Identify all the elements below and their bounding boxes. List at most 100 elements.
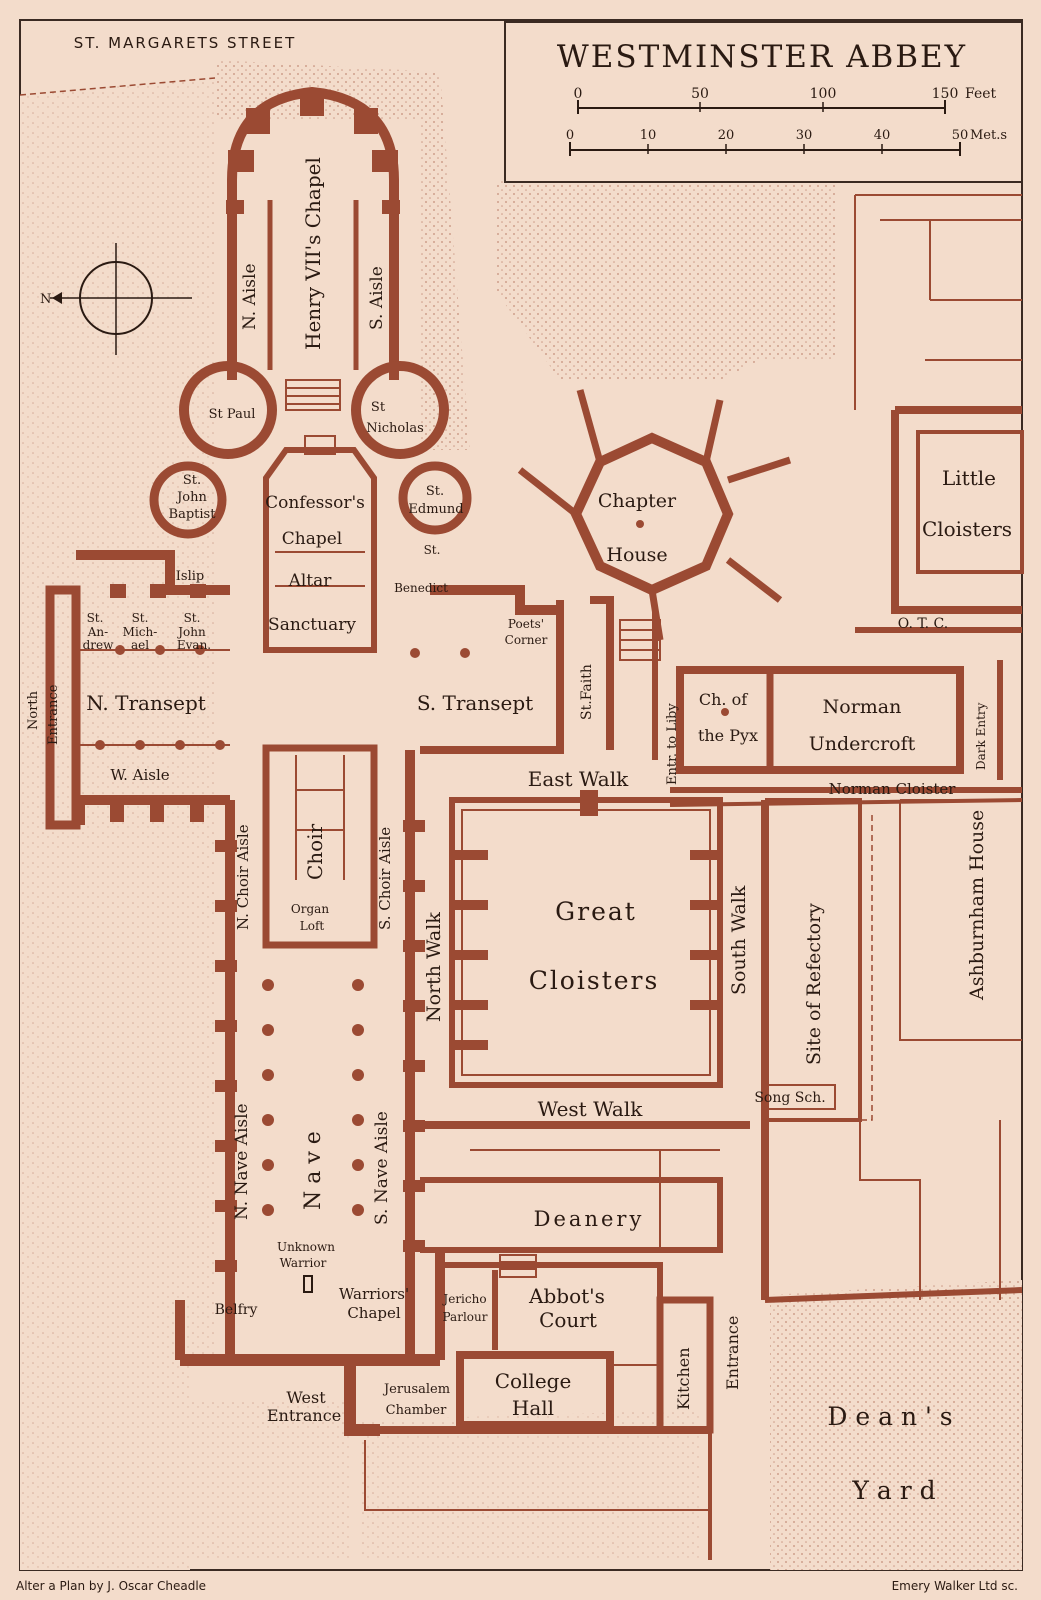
label-refectory: Site of Refectory: [803, 903, 825, 1065]
label-st-michael-1: St.: [132, 611, 149, 625]
label-st-john-evan-1: St.: [184, 611, 201, 625]
label-sanctuary: Sanctuary: [268, 615, 356, 635]
label-entrance: Entrance: [723, 1316, 742, 1390]
label-norman-cloister: Norman Cloister: [829, 780, 957, 798]
label-st-benedict-2: Benedict: [394, 581, 448, 595]
label-st-paul: St Paul: [209, 407, 256, 422]
label-west-walk: West Walk: [538, 1097, 644, 1121]
label-jerusalem-2: Chamber: [386, 1403, 447, 1418]
title-box: WESTMINSTER ABBEY 0 50 100 150 Feet 0 10…: [504, 21, 1023, 183]
label-n-transept: N. Transept: [86, 691, 206, 715]
scale-feet-tick-150: 150: [932, 86, 959, 102]
label-henry-vii-chapel: Henry VII's Chapel: [301, 157, 325, 350]
compass-north-label: N: [40, 292, 51, 307]
label-st-john-evan-2: John: [176, 625, 206, 639]
scale-feet-unit: Feet: [965, 86, 997, 102]
label-st-nicholas-1: St: [371, 400, 386, 415]
scale-feet-tick-0: 0: [574, 86, 583, 102]
compass-rose: N: [40, 243, 192, 355]
label-norman-1: Norman: [823, 696, 902, 718]
label-poets-1: Poets': [508, 617, 544, 631]
label-jerusalem-1: Jerusalem: [382, 1382, 450, 1397]
label-abbots-1: Abbot's: [528, 1284, 605, 1308]
label-s-aisle: S. Aisle: [367, 266, 387, 330]
label-belfry: Belfry: [215, 1302, 258, 1318]
label-n-choir-aisle: N. Choir Aisle: [234, 824, 252, 930]
scale-m-tick-0: 0: [566, 128, 574, 143]
label-nave: N a v e: [301, 1131, 326, 1210]
label-abbots-2: Court: [539, 1308, 597, 1332]
label-st-nicholas-2: Nicholas: [366, 421, 424, 436]
label-jericho-1: Jericho: [441, 1292, 486, 1306]
credit-right: Emery Walker Ltd sc.: [892, 1579, 1018, 1593]
label-n-aisle: N. Aisle: [240, 263, 260, 330]
label-choir: Choir: [303, 823, 327, 880]
label-organ-1: Organ: [291, 902, 329, 916]
label-college-2: Hall: [512, 1396, 554, 1420]
label-s-nave-aisle: S. Nave Aisle: [372, 1111, 392, 1225]
label-ashburnham: Ashburnham House: [966, 810, 988, 1001]
label-kitchen: Kitchen: [674, 1347, 693, 1410]
label-unknown-2: Warrior: [280, 1256, 327, 1270]
abbey-walls: [45, 86, 1024, 1560]
label-s-transept: S. Transept: [417, 691, 533, 715]
label-pyx-1: Ch. of: [699, 690, 748, 709]
label-great-2: Cloisters: [529, 966, 660, 995]
label-east-walk: East Walk: [528, 767, 629, 791]
street-line: [19, 77, 216, 96]
label-deanery: Deanery: [534, 1207, 645, 1231]
label-pyx-2: the Pyx: [698, 726, 758, 745]
label-st-andrew-3: drew: [83, 638, 115, 652]
label-altar: Altar: [288, 571, 333, 591]
label-poets-2: Corner: [505, 633, 548, 647]
label-warriors-2: Chapel: [347, 1304, 401, 1322]
label-st-john-evan-3: Evan.: [177, 638, 211, 652]
label-little-1: Little: [942, 466, 996, 490]
label-organ-2: Loft: [300, 919, 325, 933]
scale-m-tick-20: 20: [718, 128, 735, 143]
scale-m-unit: Met.s: [970, 128, 1007, 143]
label-great-1: Great: [555, 897, 637, 926]
label-st-michael-3: ael: [131, 638, 149, 652]
label-west-entrance-2: Entrance: [267, 1406, 341, 1425]
label-chapter-1: Chapter: [598, 490, 677, 512]
label-islip: Islip: [176, 569, 204, 584]
label-west-entrance-1: West: [286, 1388, 326, 1407]
label-st-andrew-1: St.: [87, 611, 104, 625]
scale-feet-tick-100: 100: [810, 86, 837, 102]
label-norman-2: Undercroft: [809, 733, 916, 755]
label-st-john-baptist-1: St.: [183, 473, 201, 488]
label-n-nave-aisle: N. Nave Aisle: [232, 1103, 252, 1220]
label-confessors-2: Chapel: [282, 529, 342, 549]
label-st-edmund-1: St.: [426, 484, 444, 499]
label-deans-1: D e a n ' s: [827, 1402, 952, 1431]
scale-bar-metres: 0 10 20 30 40 50 Met.s: [566, 128, 1007, 156]
label-little-2: Cloisters: [922, 517, 1012, 541]
room-labels: Henry VII's Chapel N. Aisle S. Aisle St …: [26, 157, 1012, 1505]
label-st-michael-2: Mich-: [123, 625, 158, 639]
scale-bar-feet: 0 50 100 150 Feet: [574, 86, 997, 114]
scale-m-tick-10: 10: [640, 128, 657, 143]
label-confessors-1: Confessor's: [265, 493, 365, 513]
label-st-benedict-1: St.: [424, 543, 441, 557]
credit-left: Alter a Plan by J. Oscar Cheadle: [16, 1579, 206, 1593]
label-deans-2: Y a r d: [851, 1476, 935, 1505]
label-w-aisle: W. Aisle: [110, 766, 169, 784]
stippled-grounds: [20, 60, 1022, 1570]
label-north-entrance-2: Entrance: [46, 684, 61, 745]
label-entr-liby: Entr. to Liby: [665, 703, 680, 785]
label-unknown-1: Unknown: [277, 1240, 335, 1254]
label-dark-entry: Dark Entry: [974, 702, 988, 770]
map-title: WESTMINSTER ABBEY: [557, 39, 967, 75]
label-warriors-1: Warriors': [339, 1285, 409, 1303]
label-north-entrance-1: North: [26, 690, 41, 730]
label-st-john-baptist-2: John: [175, 490, 207, 505]
label-jericho-2: Parlour: [443, 1310, 488, 1324]
label-st-john-baptist-3: Baptist: [169, 507, 217, 522]
label-chapter-2: House: [606, 544, 667, 566]
label-st-andrew-2: An-: [87, 625, 108, 639]
label-s-choir-aisle: S. Choir Aisle: [376, 827, 394, 930]
street-label: ST. MARGARETS STREET: [74, 34, 297, 52]
scale-m-tick-40: 40: [874, 128, 891, 143]
label-otc: O. T. C.: [898, 616, 948, 632]
